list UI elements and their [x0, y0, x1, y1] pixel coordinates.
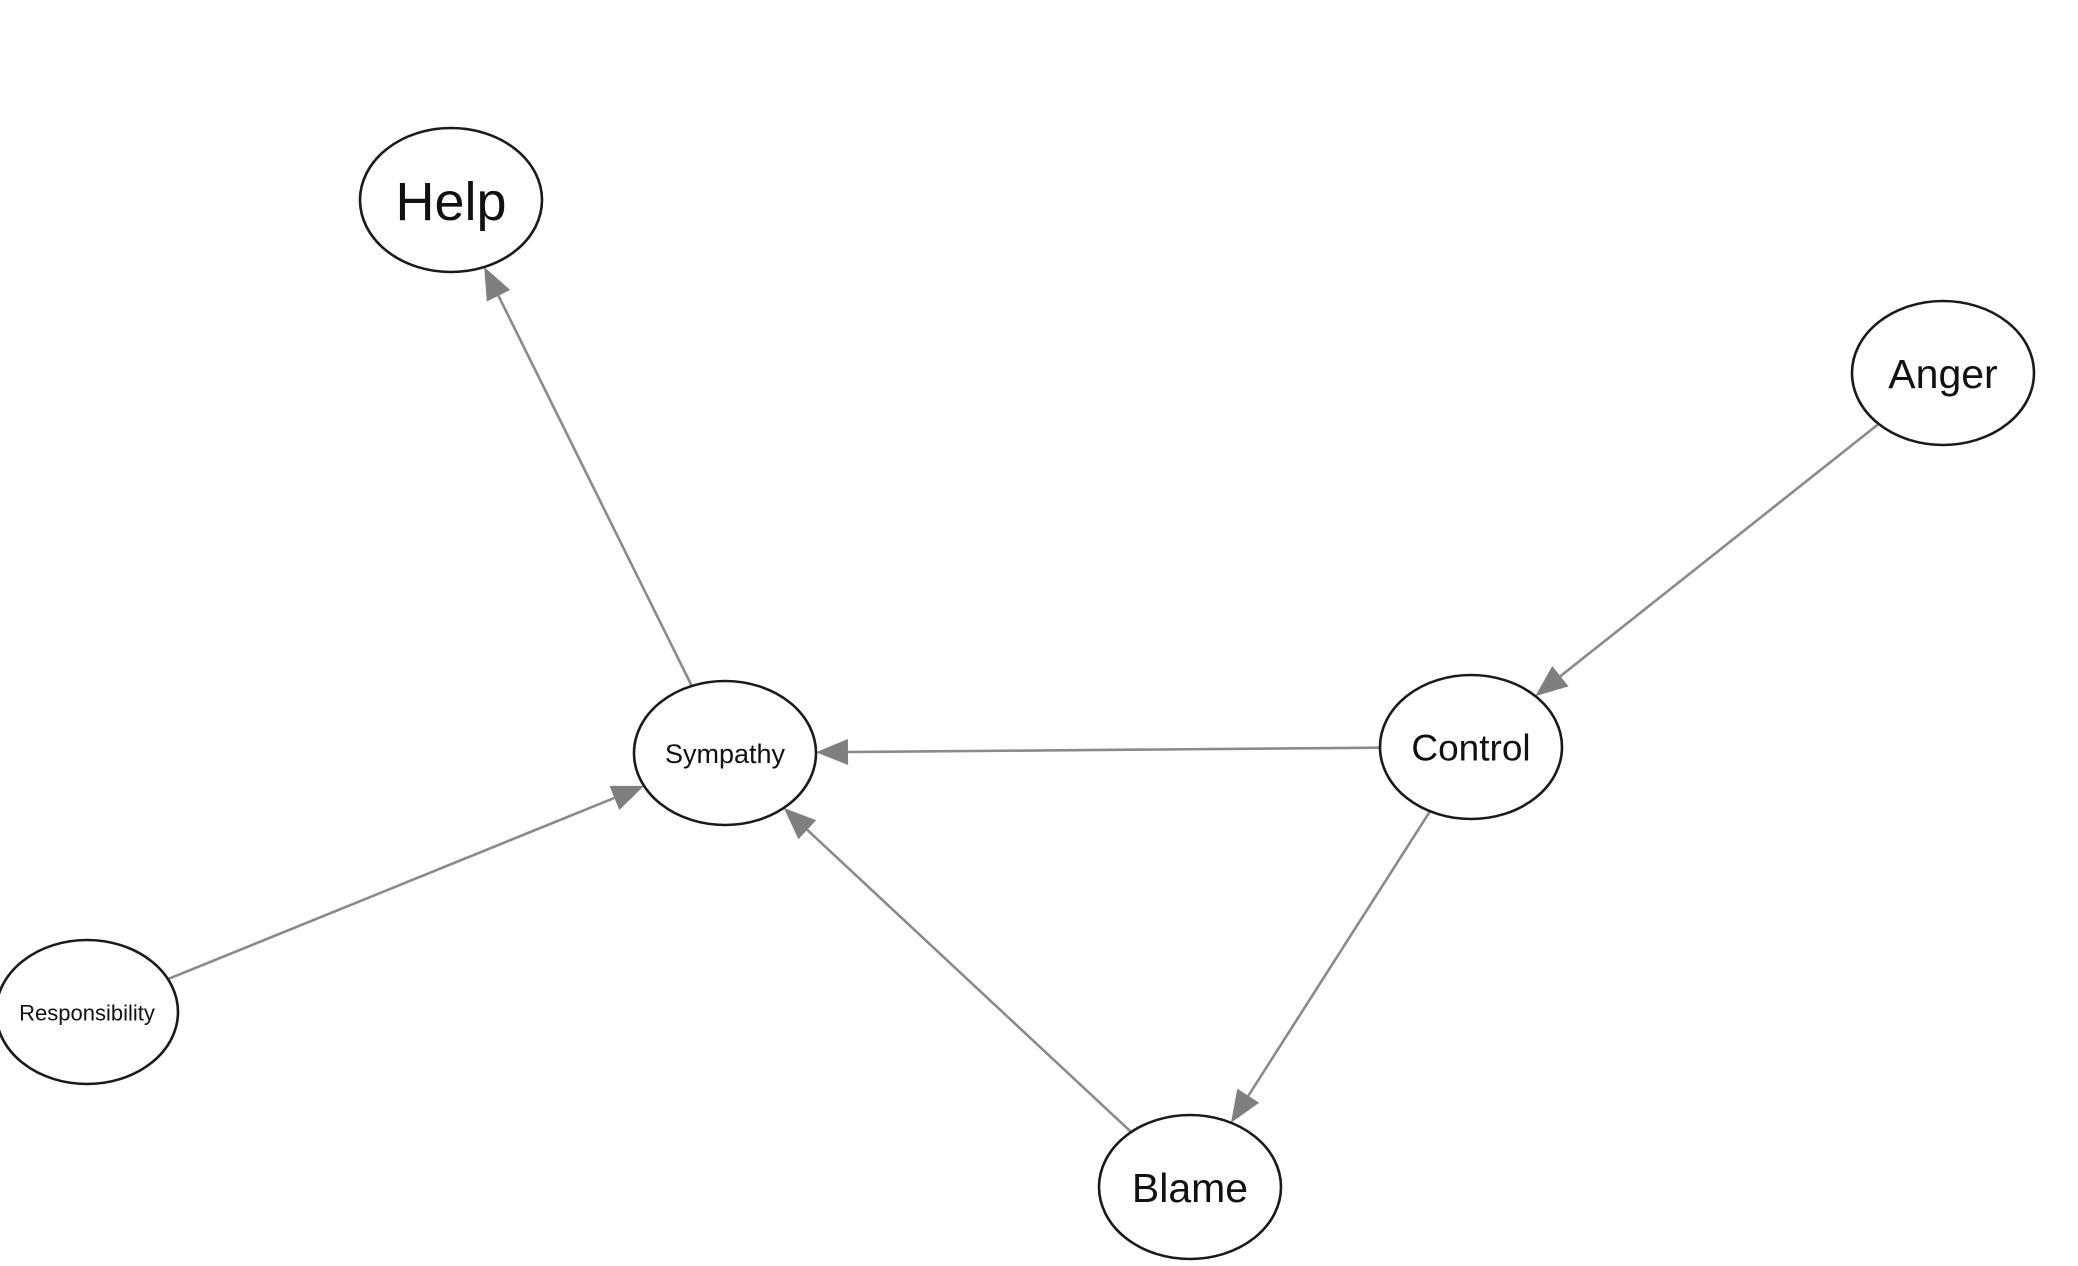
- node-control-label: Control: [1411, 728, 1530, 769]
- edge-blame-to-sympathy: [806, 828, 1133, 1134]
- node-responsibility-ellipse: [0, 938, 180, 1086]
- edge-control-to-sympathy: [847, 746, 1381, 754]
- arrowhead-blame-to-sympathy: [783, 807, 817, 840]
- nodes-layer: Help Anger Sympathy Control Responsibili…: [0, 126, 2036, 1261]
- node-help-label: Help: [395, 172, 506, 232]
- arrowhead-responsibility-to-sympathy: [609, 785, 644, 810]
- node-sympathy-ellipse: [632, 679, 818, 827]
- node-sympathy: Sympathy: [632, 679, 818, 827]
- node-anger-ellipse: [1850, 299, 2036, 447]
- node-sympathy-label: Sympathy: [665, 739, 786, 769]
- node-help: Help: [358, 126, 544, 274]
- edge-sympathy-to-help: [497, 295, 693, 687]
- node-blame-label: Blame: [1132, 1165, 1248, 1211]
- node-control: Control: [1378, 673, 1564, 821]
- edge-responsibility-to-sympathy: [167, 796, 615, 981]
- node-blame-ellipse: [1097, 1113, 1283, 1261]
- node-blame: Blame: [1097, 1113, 1283, 1261]
- edges-layer: [167, 267, 1880, 1134]
- node-anger-label: Anger: [1888, 351, 1997, 397]
- node-responsibility-label: Responsibility: [19, 1001, 155, 1026]
- node-control-ellipse: [1378, 673, 1564, 821]
- arrowhead-control-to-blame: [1231, 1088, 1260, 1123]
- node-responsibility: Responsibility: [0, 938, 180, 1086]
- node-anger: Anger: [1850, 299, 2036, 447]
- arrowhead-anger-to-control: [1535, 666, 1569, 697]
- edge-anger-to-control: [1559, 422, 1880, 678]
- node-help-ellipse: [358, 126, 544, 274]
- arrowhead-control-to-sympathy: [816, 739, 849, 765]
- edge-control-to-blame: [1247, 810, 1432, 1097]
- arrowhead-sympathy-to-help: [484, 267, 511, 302]
